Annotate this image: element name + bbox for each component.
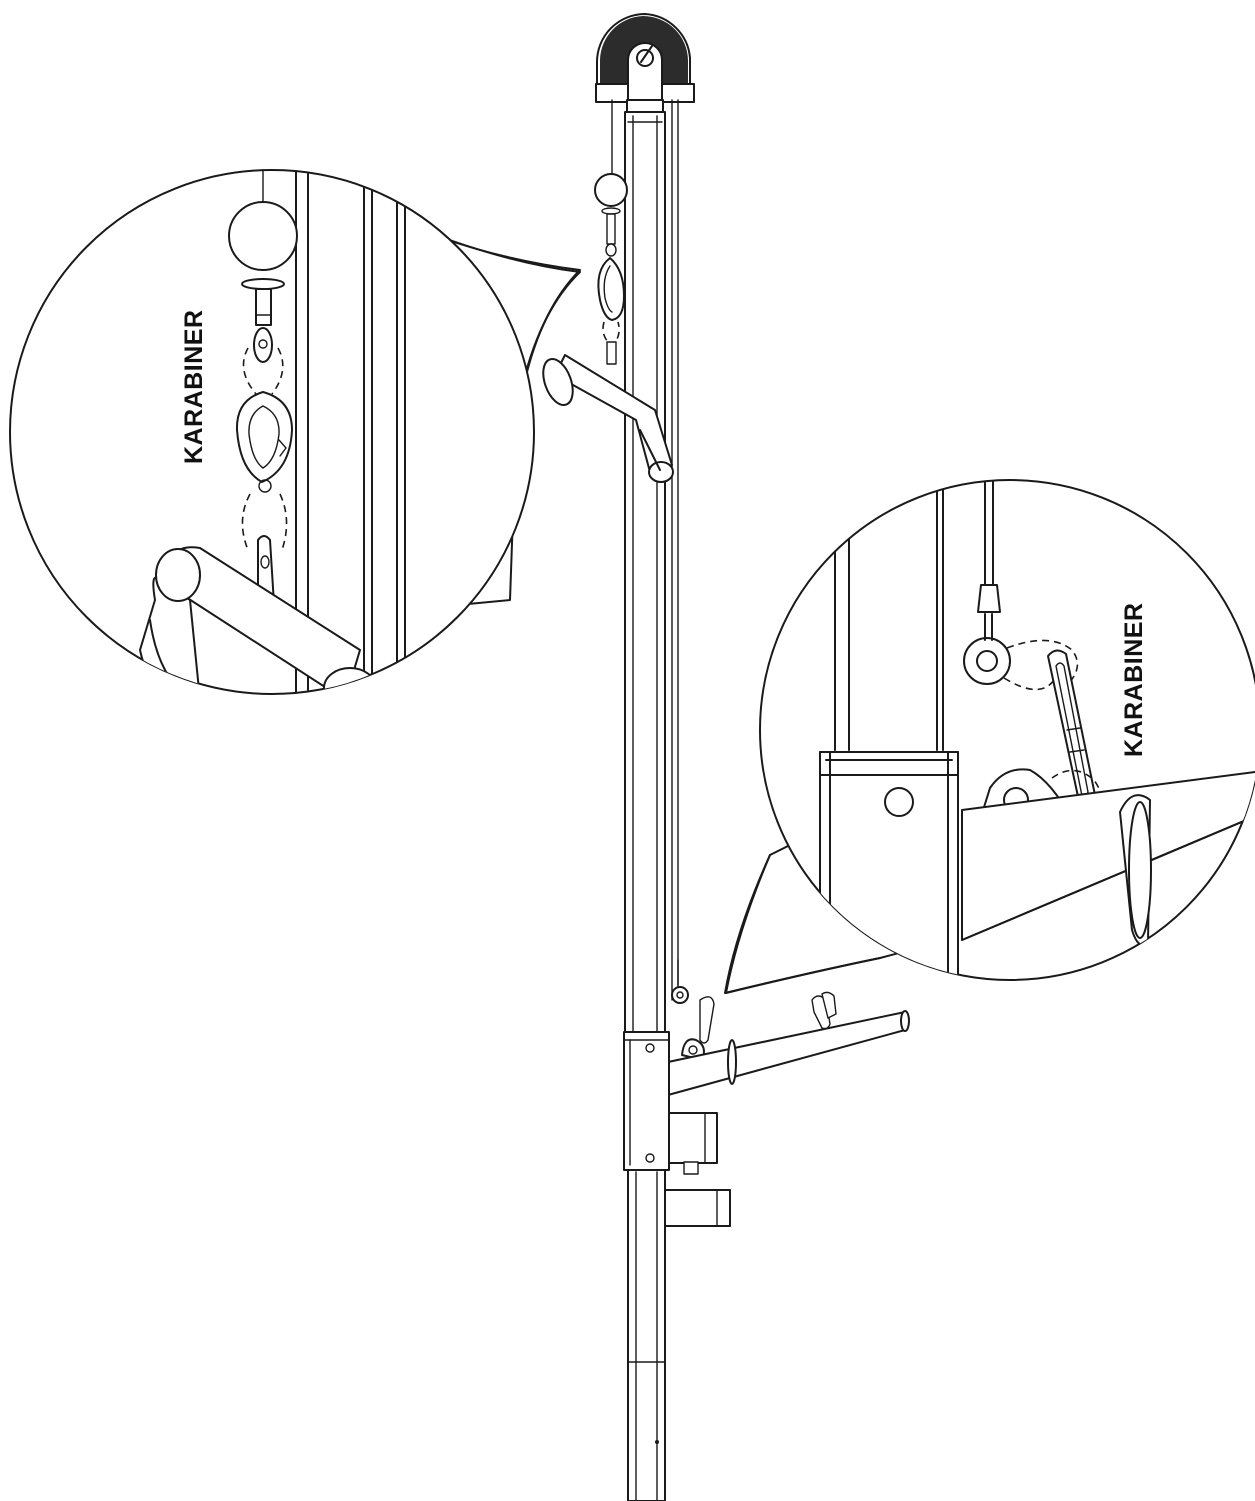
main-tower	[542, 13, 910, 1501]
lower-cable-end	[671, 959, 715, 1061]
callout-lower-right: KARABINER	[724, 479, 1255, 994]
callout-label-lower: KARABINER	[1120, 603, 1148, 758]
top-pulley	[595, 13, 695, 115]
callout-upper-left: KARABINER	[9, 169, 581, 695]
callout-label-upper: KARABINER	[180, 310, 208, 465]
tower-lat-handle	[542, 354, 674, 483]
karabiner-icon	[235, 391, 293, 493]
upper-cable-stop	[594, 173, 628, 365]
